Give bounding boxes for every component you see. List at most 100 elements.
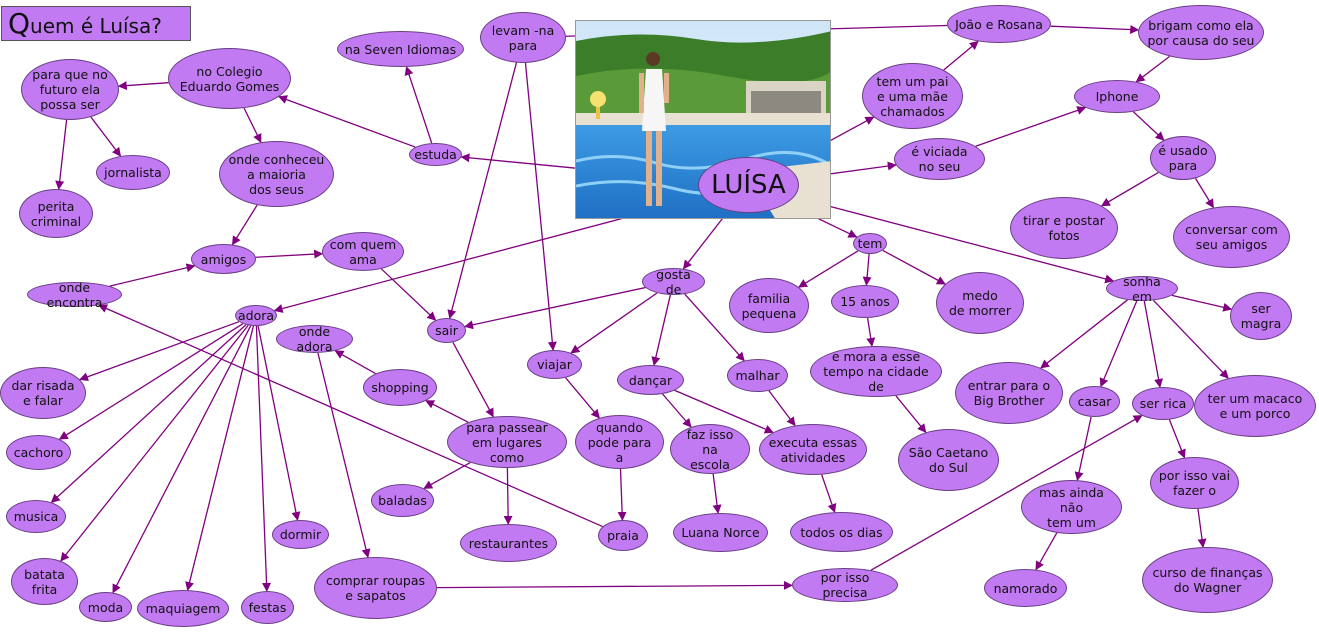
node-familia-pequena: familia pequena <box>729 278 809 333</box>
node-executa-essas-atividades: executa essas atividades <box>759 424 867 475</box>
node-sair: sair <box>427 318 466 343</box>
node-e-viciada-no-seu: é viciada no seu <box>894 138 985 180</box>
link-n40-n51 <box>503 467 513 525</box>
link-n16-n28 <box>380 268 437 321</box>
node-joao-e-rosana: João e Rosana <box>947 5 1051 43</box>
link-n9-n6 <box>277 95 416 148</box>
link-n4-n8 <box>1135 55 1171 83</box>
node-15-anos: 15 anos <box>831 285 899 318</box>
link-n2-n28 <box>447 62 518 320</box>
node-e-usado-para: é usado para <box>1150 136 1216 180</box>
link-n3-n4 <box>1050 25 1140 35</box>
node-luana-norce: Luana Norce <box>673 513 768 552</box>
node-mas-ainda-nao-tem-um: mas ainda não tem um <box>1021 480 1122 534</box>
link-n26-n44 <box>58 323 244 440</box>
node-faz-isso-na-escola: faz isso na escola <box>670 424 750 474</box>
node-todos-os-dias: todos os dias <box>790 512 893 552</box>
node-namorado: namorado <box>984 569 1067 607</box>
node-perita-criminal: perita criminal <box>19 189 93 238</box>
link-n56-n58 <box>436 580 793 590</box>
node-casar: casar <box>1069 386 1120 417</box>
link-n27-n56 <box>317 352 371 559</box>
node-tem-um-pai-e-uma-mae: tem um pai e uma mãe chamados <box>862 63 963 129</box>
node-para-passear: para passear em lugares como <box>447 416 567 468</box>
link-n38-n46 <box>1168 419 1186 459</box>
node-medo-de-morrer: medo de morrer <box>936 272 1024 334</box>
link-n12-n8 <box>975 106 1087 147</box>
node-dancar: dançar <box>617 365 684 395</box>
node-colegio-eduardo-gomes: no Colegio Eduardo Gomes <box>168 48 291 109</box>
link-n26-n55 <box>60 324 249 562</box>
link-n25-n37 <box>1099 300 1138 388</box>
node-jornalista: jornalista <box>96 155 170 190</box>
link-n13-n18 <box>1194 178 1214 209</box>
link-n13-n17 <box>1100 171 1159 207</box>
link-n34-n42 <box>662 393 692 428</box>
node-baladas: baladas <box>371 484 434 517</box>
node-ser-magra: ser magra <box>1230 292 1292 340</box>
node-malhar: malhar <box>727 359 788 392</box>
node-curso-de-financas-do-wagner: curso de finanças do Wagner <box>1142 547 1273 613</box>
link-n26-n60 <box>112 325 252 594</box>
link-n21-n28 <box>464 286 646 330</box>
link-n19-n24 <box>882 249 946 285</box>
node-onde-conheceu: onde conheceu a maioria dos seus <box>219 141 334 207</box>
node-brigam-como-ela: brigam como ela por causa do seu <box>1138 5 1264 60</box>
link-n33-n27 <box>334 350 376 375</box>
link-n19-n22 <box>798 250 859 288</box>
link-n6-n5 <box>117 81 169 91</box>
link-n46-n57 <box>1197 508 1207 548</box>
link-n34-n43 <box>674 389 774 434</box>
node-comprar-roupas-e-sapatos: comprar roupas e sapatos <box>314 557 437 619</box>
node-ter-um-macaco-e-um-porco: ter um macaco e um porco <box>1194 375 1316 437</box>
link-n15-n16 <box>255 249 324 259</box>
link-n19-n23 <box>862 253 872 286</box>
link-n35-n43 <box>768 390 796 427</box>
node-por-isso-precisa: por isso precisa <box>792 568 898 602</box>
link-center-n21 <box>682 210 730 270</box>
luisa-center-node: LUÍSA <box>698 157 799 213</box>
node-festas: festas <box>241 591 294 624</box>
node-adora: adora <box>235 305 277 326</box>
node-dormir: dormir <box>272 520 329 549</box>
link-n21-n30 <box>570 292 658 354</box>
link-n7-n3 <box>943 40 979 71</box>
link-n26-n49 <box>50 324 247 503</box>
node-sao-caetano-do-sul: São Caetano do Sul <box>898 429 999 491</box>
node-onde-adora: onde adora <box>276 324 353 354</box>
node-para-que-no-futuro: para que no futuro ela possa ser <box>21 59 119 120</box>
node-onde-encontra: onde encontra <box>27 280 122 310</box>
node-por-isso-vai-fazer-o: por isso vai fazer o <box>1150 457 1239 509</box>
link-n25-n39 <box>1152 299 1229 379</box>
link-n20-n15 <box>109 263 196 287</box>
link-n31-n45 <box>895 395 927 434</box>
link-n25-n36 <box>1040 299 1128 369</box>
node-conversar-com-amigos: conversar com seu amigos <box>1173 206 1290 268</box>
link-center-n25 <box>793 196 1115 284</box>
link-n48-n59 <box>1035 532 1058 571</box>
node-seven-idiomas: na Seven Idiomas <box>337 31 464 67</box>
node-iphone: Iphone <box>1074 80 1160 113</box>
node-cachoro: cachoro <box>6 435 71 470</box>
node-viajar: viajar <box>527 350 582 379</box>
node-quando-pode-para-a: quando pode para a <box>575 415 664 469</box>
link-n26-n50 <box>257 325 301 521</box>
node-com-quem-ama: com quem ama <box>322 232 404 271</box>
link-n21-n35 <box>684 293 745 362</box>
link-n25-n29 <box>1171 294 1233 312</box>
node-sonha-em: sonha em <box>1106 274 1178 304</box>
link-n40-n47 <box>423 461 471 490</box>
link-n5-n14 <box>55 119 68 190</box>
link-n26-n62 <box>255 325 272 592</box>
node-maquiagem: maquiagem <box>137 590 229 627</box>
link-n9-n1 <box>404 66 433 144</box>
link-n8-n13 <box>1132 111 1165 141</box>
node-batata-frita: batata frita <box>11 558 78 605</box>
link-n5-n11 <box>90 116 122 157</box>
link-n10-n15 <box>231 204 258 246</box>
link-n30-n41 <box>565 377 600 419</box>
node-musica: musica <box>6 500 66 533</box>
link-n2-n30 <box>524 62 557 351</box>
link-n6-n10 <box>243 107 262 144</box>
